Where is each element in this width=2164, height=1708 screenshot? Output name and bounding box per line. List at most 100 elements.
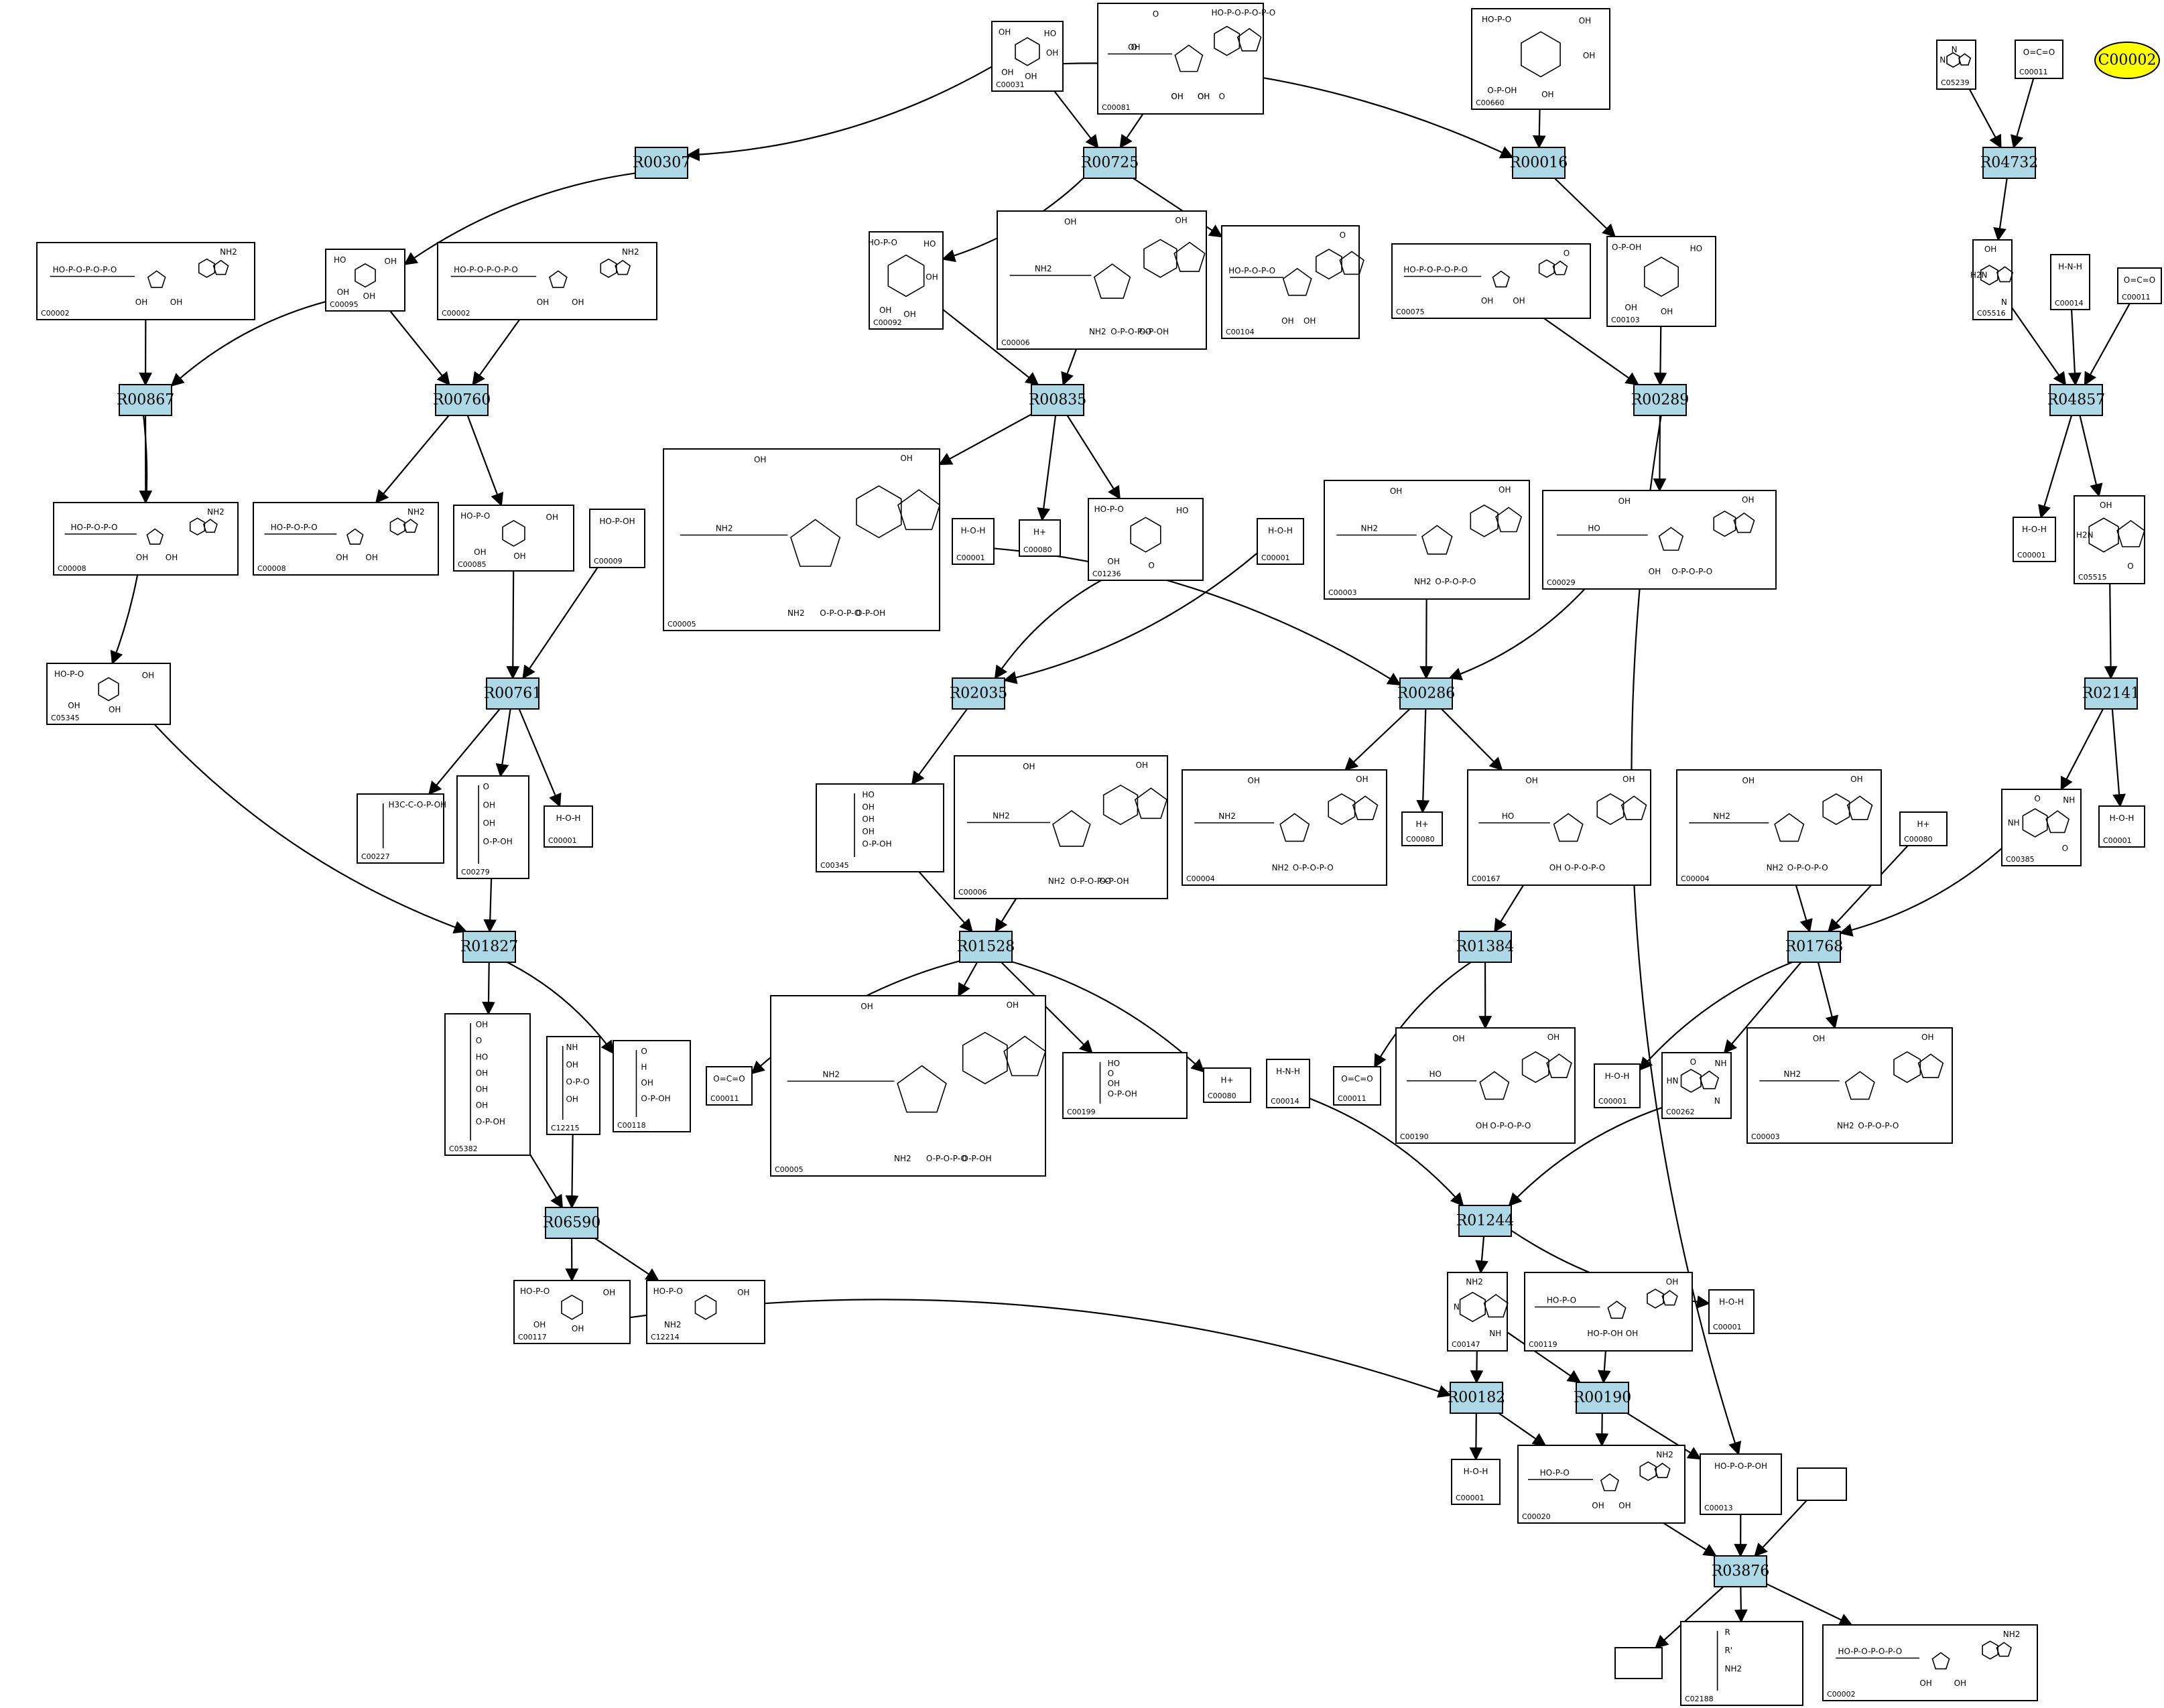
- compound-box[interactable]: [2117, 267, 2162, 304]
- compound-box[interactable]: [357, 793, 444, 864]
- compound-box[interactable]: [1097, 3, 1264, 115]
- reaction-node-r01768[interactable]: R01768: [1785, 931, 1844, 963]
- reaction-box[interactable]: [545, 1207, 598, 1239]
- compound-box[interactable]: [1700, 1453, 1782, 1515]
- reaction-box[interactable]: [1714, 1555, 1767, 1587]
- compound-box[interactable]: [444, 1013, 531, 1156]
- compound-box[interactable]: [1324, 480, 1530, 600]
- reaction-node-r00182[interactable]: R00182: [1448, 1382, 1506, 1414]
- compound-box[interactable]: [2098, 805, 2145, 848]
- compound-box[interactable]: [546, 1036, 600, 1135]
- compound-box[interactable]: [453, 505, 574, 572]
- compound-box[interactable]: [2050, 254, 2090, 310]
- compound-box[interactable]: [253, 502, 439, 576]
- reaction-node-r00867[interactable]: R00867: [117, 384, 175, 416]
- compound-box[interactable]: [1182, 769, 1387, 886]
- compound-box[interactable]: [544, 805, 593, 848]
- reaction-box[interactable]: [435, 384, 489, 416]
- reaction-box[interactable]: [119, 384, 172, 416]
- compound-box[interactable]: [53, 502, 239, 576]
- reaction-box[interactable]: [952, 677, 1005, 710]
- reaction-box[interactable]: [1982, 147, 2036, 179]
- compound-node-blank1[interactable]: [1797, 1467, 1847, 1501]
- compound-box[interactable]: [1333, 1066, 1381, 1106]
- reaction-box[interactable]: [1399, 677, 1453, 710]
- reaction-box[interactable]: [486, 677, 539, 710]
- reaction-box[interactable]: [1576, 1382, 1629, 1414]
- compound-box[interactable]: [437, 242, 657, 320]
- reaction-node-r01827[interactable]: R01827: [460, 931, 519, 963]
- reaction-node-r00016[interactable]: R00016: [1510, 147, 1568, 179]
- compound-box[interactable]: [36, 242, 255, 320]
- compound-box[interactable]: [613, 1040, 691, 1132]
- compound-box[interactable]: [2001, 789, 2082, 866]
- compound-box[interactable]: [1401, 811, 1443, 846]
- compound-box[interactable]: [1797, 1467, 1847, 1501]
- reaction-node-r00725[interactable]: R00725: [1081, 147, 1139, 179]
- compound-box[interactable]: [1899, 811, 1948, 846]
- reaction-node-r00289[interactable]: R00289: [1631, 384, 1690, 416]
- compound-box[interactable]: [1062, 1052, 1188, 1119]
- compound-box[interactable]: [325, 249, 405, 312]
- compound-box[interactable]: [706, 1066, 753, 1106]
- reaction-box[interactable]: [462, 931, 516, 963]
- highlight-compound-ellipse[interactable]: [2094, 42, 2160, 79]
- compound-box[interactable]: [1467, 769, 1651, 886]
- compound-box[interactable]: [1606, 236, 1716, 327]
- reaction-box[interactable]: [1787, 931, 1841, 963]
- compound-box[interactable]: [1972, 239, 2013, 320]
- reaction-node-r04857[interactable]: R04857: [2047, 384, 2106, 416]
- compound-box[interactable]: [1447, 1272, 1508, 1352]
- compound-box[interactable]: [1088, 498, 1204, 581]
- compound-box[interactable]: [456, 775, 529, 879]
- compound-box[interactable]: [1019, 519, 1061, 557]
- reaction-box[interactable]: [1633, 384, 1687, 416]
- compound-box[interactable]: [1936, 40, 1976, 90]
- reaction-box[interactable]: [2049, 384, 2103, 416]
- compound-box[interactable]: [1708, 1289, 1755, 1334]
- compound-box[interactable]: [646, 1280, 765, 1344]
- compound-node-blank2[interactable]: [1614, 1647, 1663, 1679]
- reaction-node-r00760[interactable]: R00760: [433, 384, 491, 416]
- compound-box[interactable]: [1395, 1027, 1576, 1144]
